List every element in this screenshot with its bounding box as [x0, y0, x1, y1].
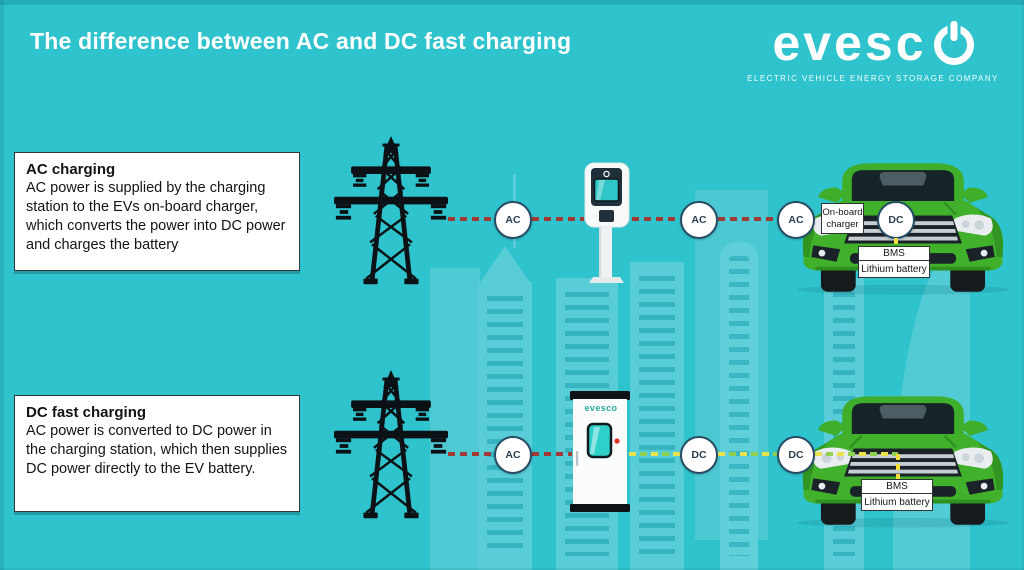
- dc-info-title: DC fast charging: [26, 404, 147, 421]
- logo-wordmark: evesc: [742, 18, 1004, 68]
- lithium-battery-label: Lithium battery: [861, 494, 933, 511]
- bms-label: BMS: [858, 246, 930, 261]
- battery-stack: BMS Lithium battery: [861, 479, 933, 511]
- node-dc-1: DC: [877, 201, 915, 239]
- building: [630, 262, 684, 570]
- ac-info-body: AC power is supplied by the charging sta…: [26, 180, 286, 254]
- node-label: DC: [691, 449, 707, 461]
- transmission-tower-icon: [332, 136, 450, 288]
- building-tower: [720, 242, 758, 570]
- node-label: AC: [691, 214, 707, 226]
- dc-power-line: [718, 452, 777, 456]
- node-label: AC: [505, 449, 521, 461]
- transmission-tower-icon: [332, 370, 450, 522]
- ac-power-line: [448, 452, 494, 456]
- bms-label: BMS: [861, 479, 933, 494]
- battery-stack: BMS Lithium battery: [858, 246, 930, 278]
- ac-info-title: AC charging: [26, 161, 116, 178]
- ac-charging-station-icon: [584, 162, 631, 284]
- node-label: DC: [788, 449, 804, 461]
- node-label: AC: [788, 214, 804, 226]
- building: [430, 268, 480, 570]
- node-ac-1: AC: [494, 201, 532, 239]
- ac-power-line: [532, 217, 584, 221]
- dc-fast-charging-info-box: DC fast charging AC power is converted t…: [14, 395, 300, 512]
- ac-power-line: [532, 452, 572, 456]
- ac-power-line: [718, 217, 777, 221]
- node-ac-2: AC: [680, 201, 718, 239]
- ac-power-line: [632, 217, 680, 221]
- node-label: DC: [888, 214, 904, 226]
- onboard-line1: On-board: [822, 207, 863, 219]
- ac-power-line: [448, 217, 494, 221]
- dc-power-line: [629, 452, 680, 456]
- dc-info-body: AC power is converted to DC power in the…: [26, 423, 288, 478]
- power-button-icon: [933, 21, 974, 65]
- dc-power-line: [815, 452, 898, 456]
- dc-connector-line: [894, 238, 898, 248]
- cabinet-logo-text: evesco: [584, 403, 618, 413]
- logo-wordmark-text: evesc: [772, 15, 927, 71]
- node-label: AC: [505, 214, 521, 226]
- onboard-charger-label: On-board charger: [821, 203, 864, 234]
- building: [478, 282, 532, 570]
- node-ac-3: AC: [777, 201, 815, 239]
- logo-tagline: ELECTRIC VEHICLE ENERGY STORAGE COMPANY: [747, 74, 999, 83]
- onboard-line2: charger: [826, 218, 859, 230]
- dc-connector-line: [896, 454, 900, 481]
- node-dc-2: DC: [680, 436, 718, 474]
- lithium-battery-label: Lithium battery: [858, 261, 930, 278]
- node-dc-3: DC: [777, 436, 815, 474]
- node-ac-4: AC: [494, 436, 532, 474]
- evesco-logo: evesc ELECTRIC VEHICLE ENERGY STORAGE CO…: [742, 18, 1004, 83]
- page-title: The difference between AC and DC fast ch…: [30, 28, 572, 54]
- ac-charging-info-box: AC charging AC power is supplied by the …: [14, 152, 300, 271]
- building-spire: [479, 246, 531, 284]
